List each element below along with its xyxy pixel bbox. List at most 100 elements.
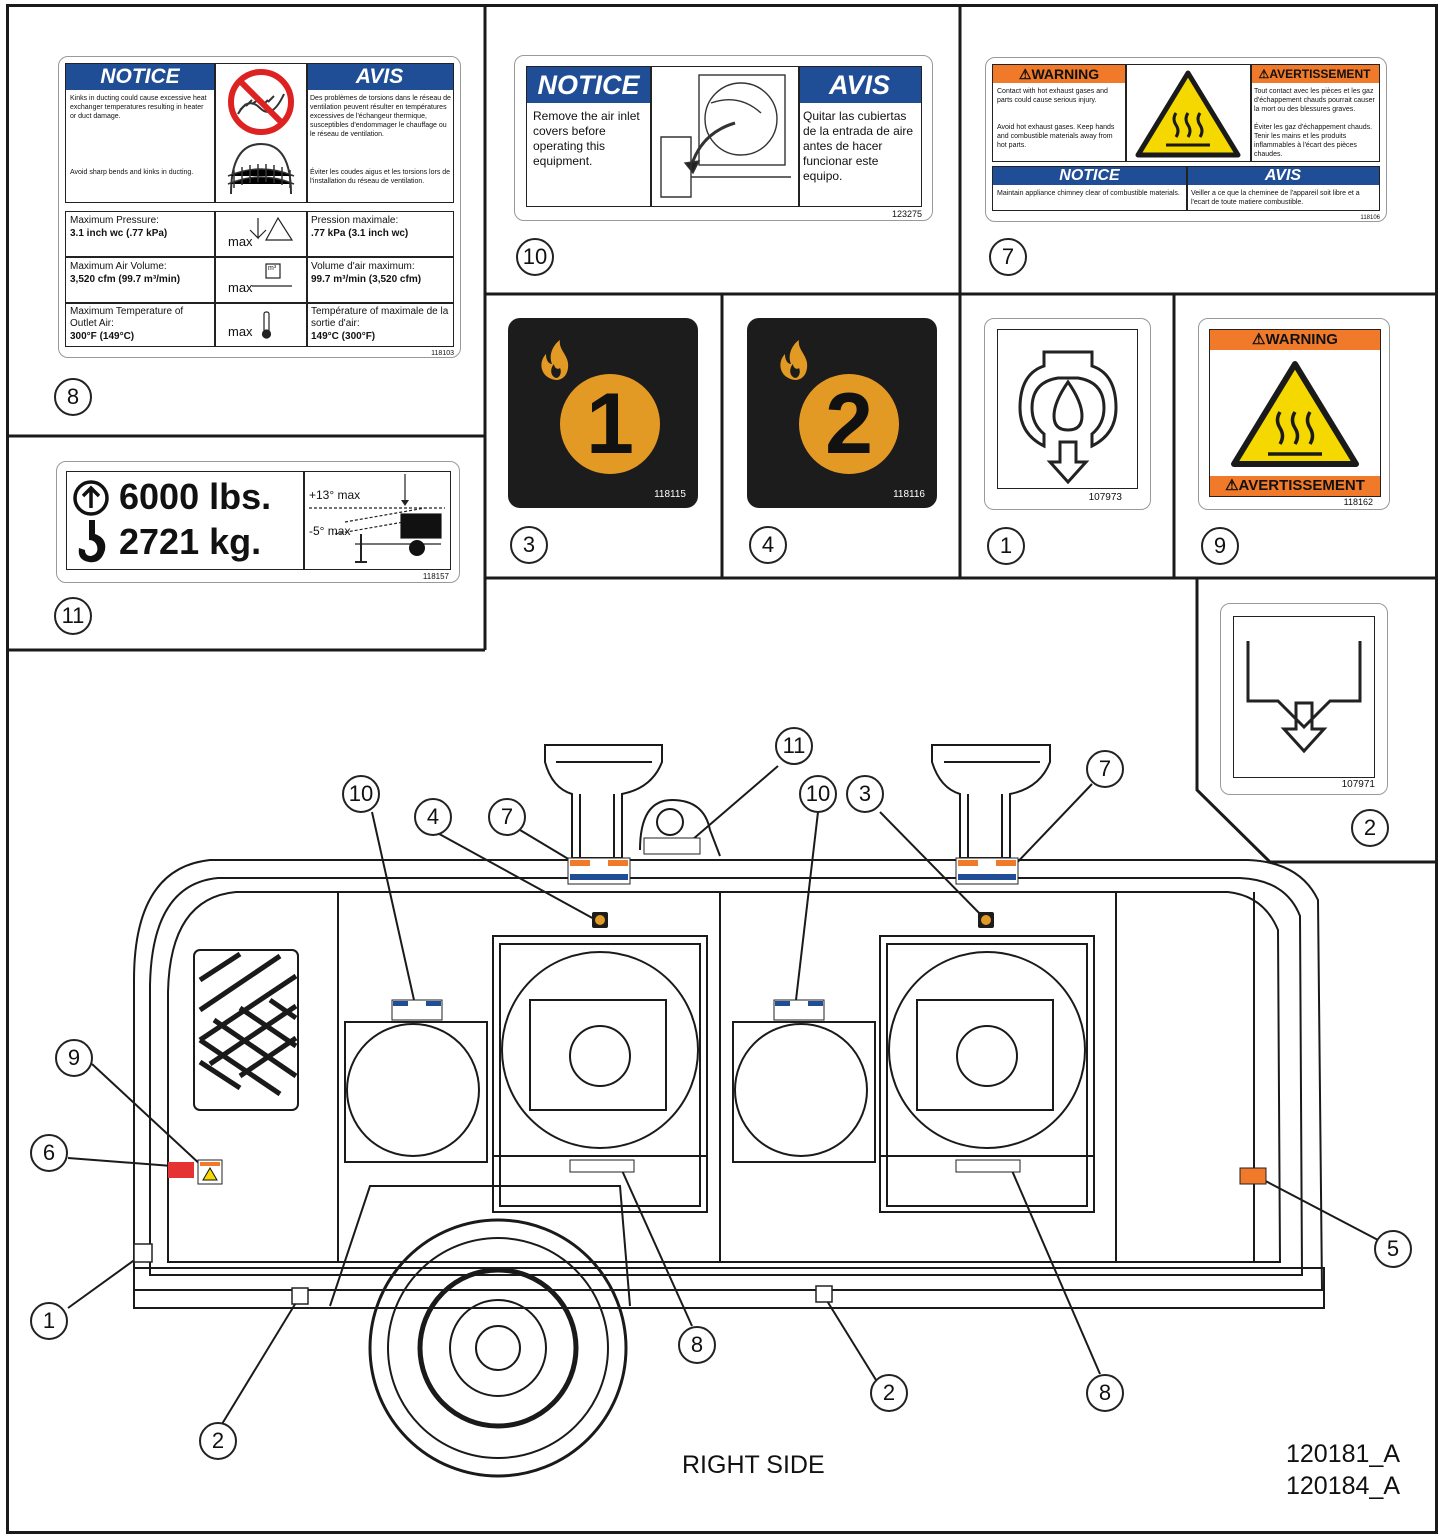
- decal-8-specs: Maximum Pressure: 3.1 inch wc (.77 kPa) …: [65, 211, 454, 347]
- air-inlet-cover-left: [344, 1021, 488, 1163]
- callout-1-top: 1: [987, 527, 1025, 565]
- callout-10-drawing-left: 10: [342, 775, 380, 813]
- callout-8-drawing-left: 8: [678, 1326, 716, 1364]
- en-avoid-text: Avoid sharp bends and kinks in ducting.: [70, 169, 194, 176]
- hot-surface-warning-icon: [1231, 361, 1359, 467]
- intake-grille: [193, 949, 299, 1111]
- avertissement-header: ⚠AVERTISSEMENT: [1250, 65, 1379, 83]
- callout-10-top: 10: [516, 238, 554, 276]
- callout-9-drawing: 9: [55, 1039, 93, 1077]
- fr-contact-text: Tout contact avec les pièces et les gaz …: [1254, 88, 1375, 113]
- burner-1-disc: [560, 374, 660, 474]
- en-notice-text: Maintain appliance chimney clear of comb…: [997, 190, 1180, 197]
- callout-6-drawing: 6: [30, 1134, 68, 1172]
- burner-2-digit: 2: [825, 376, 873, 472]
- decal-8-duct-notice: NOTICE AVIS Kinks in ducting could cause…: [58, 56, 461, 358]
- callout-7-top: 7: [989, 238, 1027, 276]
- blower-housing-right: [879, 935, 1095, 1213]
- warning-header: ⚠WARNING: [1210, 330, 1380, 350]
- decal-9-hot-surface-warning: ⚠WARNING ⚠AVERTISSEMENT 118162: [1198, 318, 1390, 510]
- callout-9-top: 9: [1201, 527, 1239, 565]
- view-caption: RIGHT SIDE: [682, 1451, 825, 1479]
- decal-9-part-number: 118162: [1343, 497, 1373, 507]
- max-air-label: Maximum Air Volume:: [70, 261, 167, 272]
- max-label-temp: max: [228, 324, 253, 339]
- decal-4-burner-2: 2 118116: [747, 318, 937, 508]
- callout-10-drawing-right: 10: [799, 775, 837, 813]
- callout-7-drawing-left: 7: [488, 798, 526, 836]
- callout-11-drawing: 11: [775, 727, 813, 765]
- callout-8-top: 8: [54, 378, 92, 416]
- trailer-frame: [133, 1267, 1325, 1309]
- body-outline: [133, 859, 1324, 1291]
- callout-4-top: 4: [749, 526, 787, 564]
- decal-4-part-number: 118116: [893, 489, 925, 500]
- callout-2-drawing-left: 2: [199, 1422, 237, 1460]
- air-inlet-cover-right: [732, 1021, 876, 1163]
- fr-avoid-text: Éviter les gaz d'échappement chauds. Ten…: [1254, 124, 1373, 158]
- decal-8-part-number: 118103: [431, 350, 454, 357]
- decal-7-part-number: 118106: [1360, 215, 1380, 221]
- warning-header: ⚠WARNING: [993, 65, 1125, 83]
- fr-pressure-label: Pression maximale:: [311, 215, 399, 226]
- fr-pressure-value: .77 kPa (3.1 inch wc): [311, 228, 409, 239]
- decal-1-fuel-drain: 107973: [984, 318, 1151, 510]
- fr-temp-label: Température of maximale de la sortie d'a…: [311, 306, 449, 329]
- decal-11-lift-capacity: 6000 lbs. 2721 kg. +13° max -5° max 1181…: [56, 461, 460, 583]
- fuel-drain-icon: [1018, 350, 1118, 485]
- warning-text: WARNING: [1031, 66, 1100, 82]
- callout-11-top: 11: [54, 597, 92, 635]
- decal-1-part-number: 107973: [1088, 492, 1122, 503]
- burner-1-digit: 1: [586, 376, 634, 472]
- max-label-air: max: [228, 280, 253, 295]
- decal-10-air-inlet-notice: NOTICE AVIS Remove the air inlet covers …: [514, 55, 933, 221]
- fr-temp-value: 149°C (300°F): [311, 331, 376, 342]
- max-air-value: 3,520 cfm (99.7 m³/min): [70, 274, 181, 285]
- warning-text: WARNING: [1265, 331, 1338, 348]
- drain-icon: [1246, 641, 1362, 754]
- callout-7-drawing-right: 7: [1086, 750, 1124, 788]
- lifting-eye: [639, 798, 721, 857]
- callout-3-drawing: 3: [846, 775, 884, 813]
- m3-label: m³: [268, 265, 277, 272]
- capacity-kg: 2721 kg.: [119, 521, 262, 562]
- flame-icon: [541, 340, 569, 380]
- decal-3-burner-1: 1 118115: [508, 318, 698, 508]
- max-label-pressure: max: [228, 234, 253, 249]
- blower-housing-left: [492, 935, 708, 1213]
- avis-header: AVIS: [1187, 167, 1379, 185]
- callout-3-top: 3: [510, 526, 548, 564]
- burner-2-disc: [799, 374, 899, 474]
- callout-4-drawing: 4: [414, 798, 452, 836]
- drawing-number-1: 120181_A: [1286, 1440, 1401, 1468]
- pressure-arrow-icon: [249, 216, 294, 241]
- avertissement-header: ⚠AVERTISSEMENT: [1210, 476, 1380, 496]
- decal-11-part-number: 118157: [422, 572, 449, 581]
- drawing-number-2: 120184_A: [1286, 1472, 1401, 1500]
- tilt-minus-5: -5° max: [309, 524, 351, 538]
- callout-2-drawing-right: 2: [870, 1374, 908, 1412]
- en-avoid-text: Avoid hot exhaust gases. Keep hands and …: [997, 124, 1115, 149]
- max-pressure-value: 3.1 inch wc (.77 kPa): [70, 228, 168, 239]
- max-pressure-label: Maximum Pressure:: [70, 215, 159, 226]
- tilt-plus-13: +13° max: [309, 488, 361, 502]
- spec-icons: [249, 216, 294, 339]
- page-frame: [6, 4, 1438, 1534]
- tilt-trailer-icon: [309, 474, 445, 563]
- fr-air-value: 99.7 m³/min (3,520 cfm): [311, 274, 422, 285]
- es-remove-text: Quitar las cubiertas de la entrada de ai…: [803, 109, 914, 183]
- en-contact-text: Contact with hot exhaust gases and parts…: [997, 88, 1108, 104]
- notice-header: NOTICE: [993, 167, 1186, 185]
- hot-surface-warning-icon: [1135, 70, 1241, 158]
- decal-10-part-number: 123275: [891, 209, 922, 219]
- notice-header: NOTICE: [66, 64, 214, 90]
- decal-3-part-number: 118115: [654, 489, 686, 500]
- en-kinks-text: Kinks in ducting could cause excessive h…: [70, 95, 207, 120]
- max-temp-value: 300°F (149°C): [70, 331, 135, 342]
- avertissement-text: AVERTISSEMENT: [1238, 477, 1365, 494]
- max-temp-label: Maximum Temperature of Outlet Air:: [70, 306, 184, 329]
- notice-header: NOTICE: [527, 67, 650, 103]
- avertissement-text: AVERTISSEMENT: [1269, 67, 1371, 81]
- inlet-cover-removal-icon: [660, 74, 791, 198]
